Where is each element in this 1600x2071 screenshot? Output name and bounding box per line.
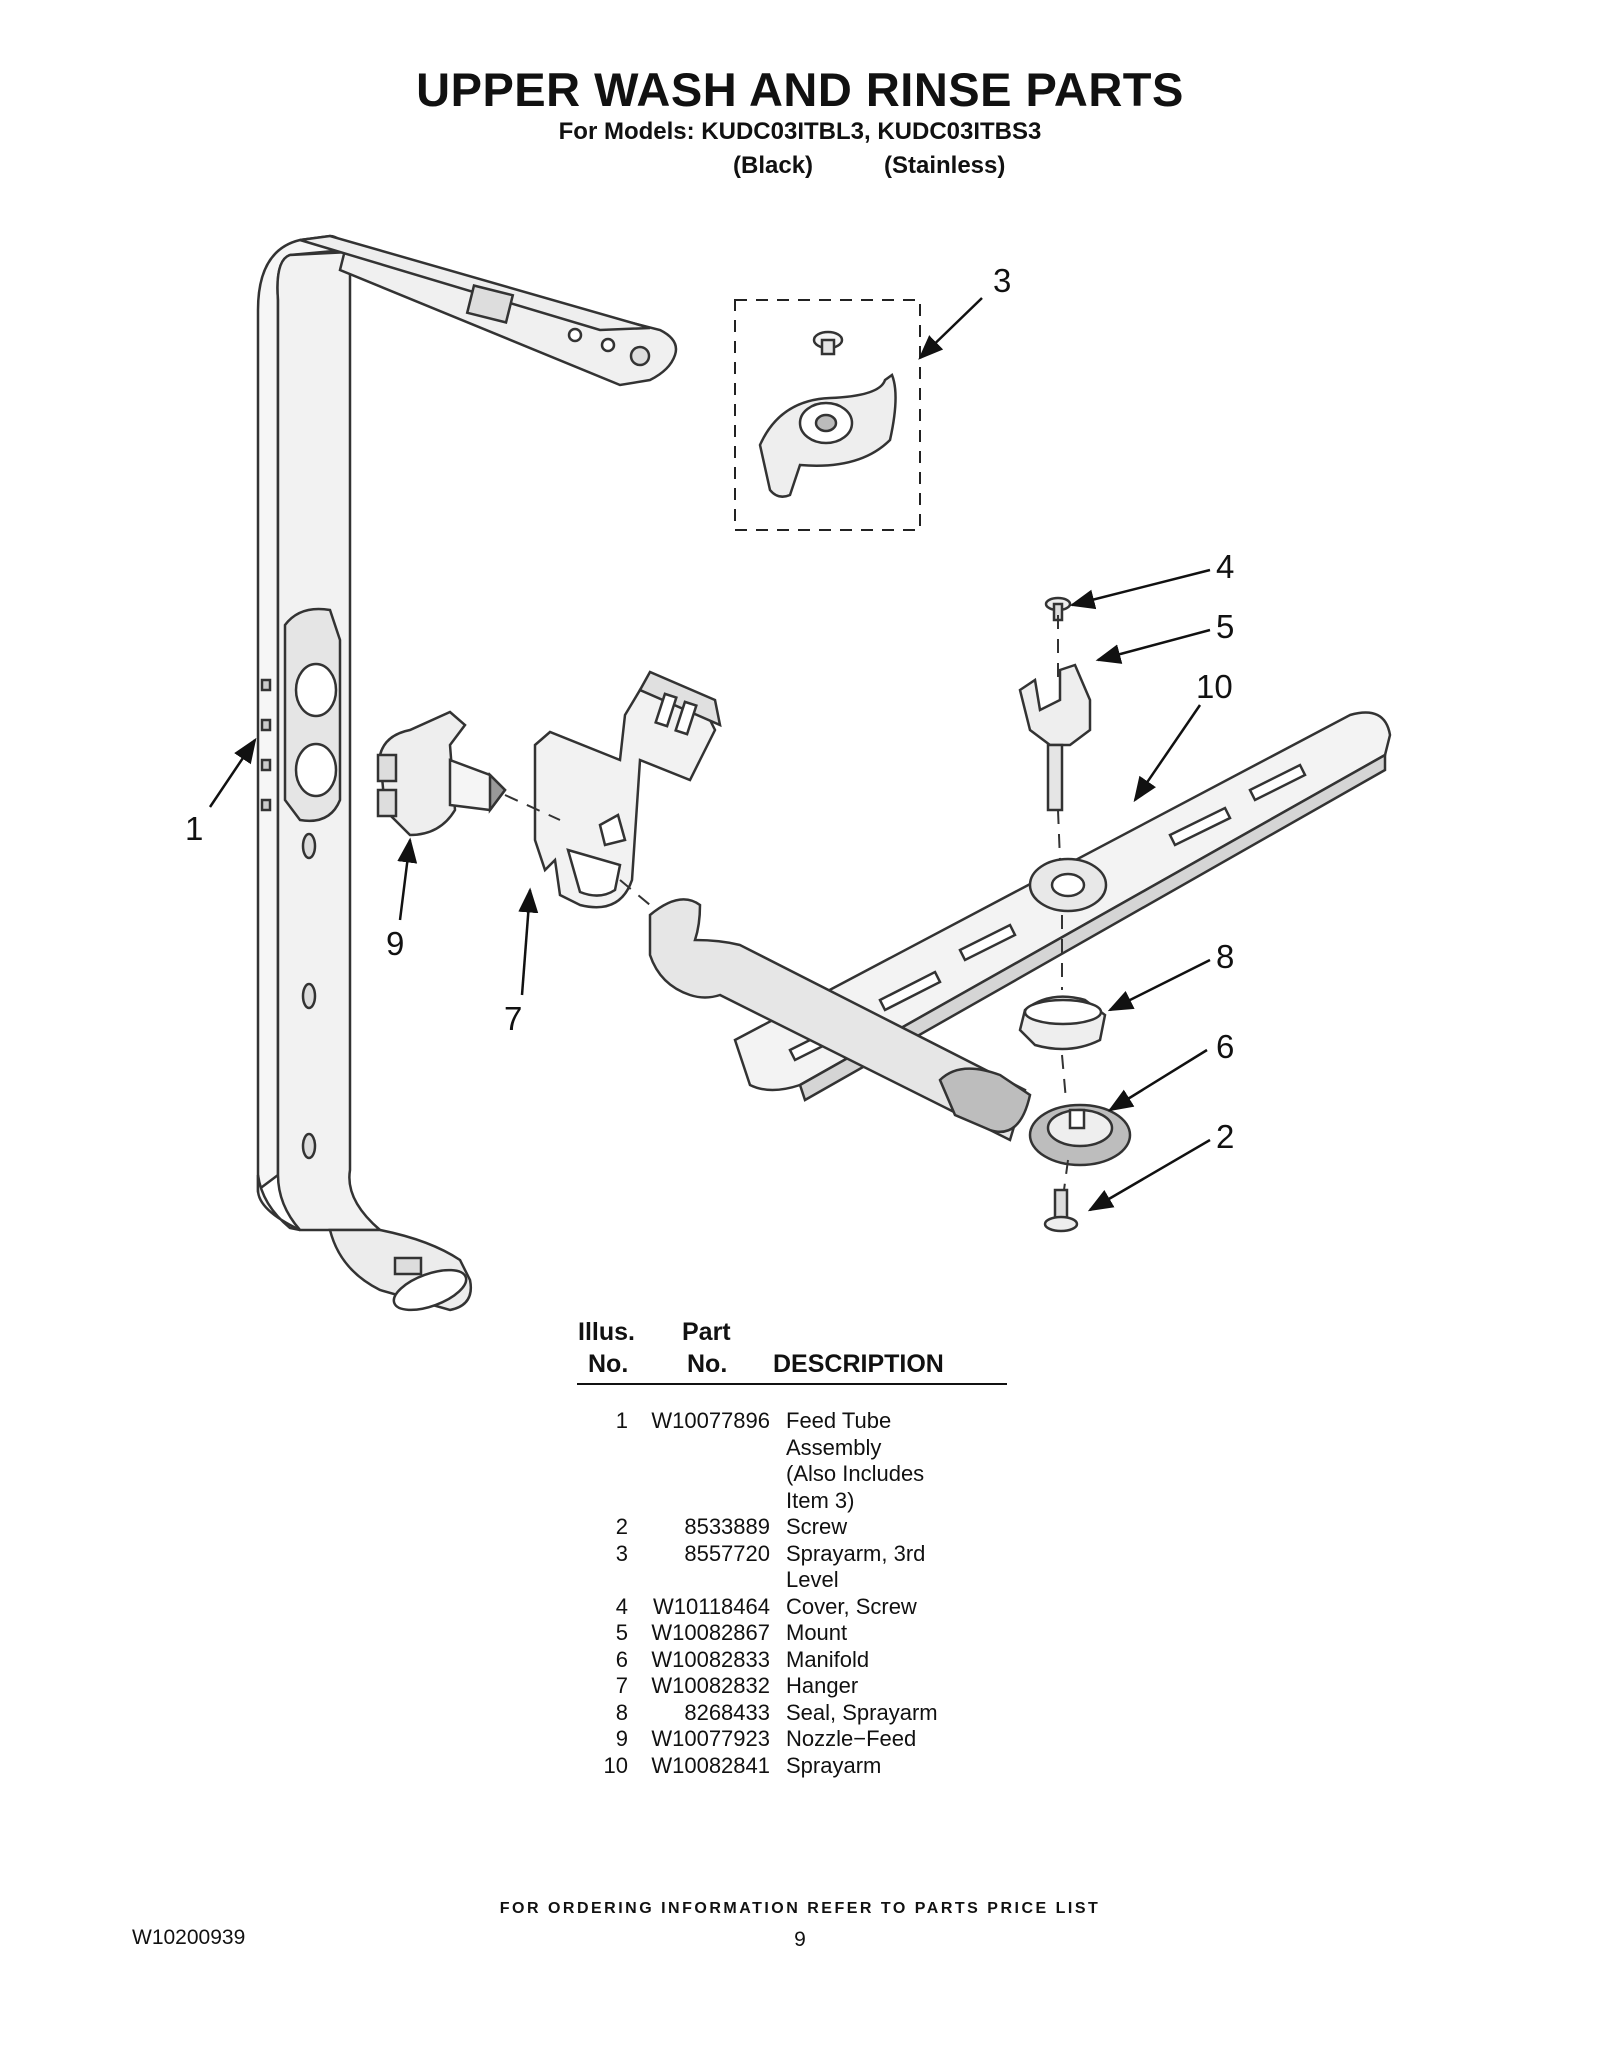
col-illus-bottom: No.	[588, 1350, 629, 1378]
callout-10: 10	[1196, 668, 1233, 705]
description: Nozzle−Feed	[786, 1726, 917, 1751]
table-row: 5 W10082867 Mount	[560, 1620, 986, 1647]
part-no: W10077896	[651, 1408, 770, 1433]
illus-no: 3	[615, 1540, 628, 1566]
variant-black: (Black)	[733, 152, 814, 179]
illus-no: 7	[615, 1673, 628, 1698]
part-no: W10077923	[651, 1726, 770, 1751]
table-row: 1 W10077896 Feed Tube Assembly (Also Inc…	[560, 1408, 986, 1514]
illus-no: 8	[615, 1699, 628, 1725]
table-row: 4 W10118464 Cover, Screw	[560, 1594, 986, 1621]
description: Cover, Screw	[786, 1593, 917, 1619]
col-part-top: Part	[682, 1318, 731, 1346]
callout-9: 9	[386, 925, 405, 962]
table-row: 7 W10082832 Hanger	[560, 1673, 986, 1700]
manifold	[1028, 1103, 1132, 1167]
part-no: W10118464	[652, 1593, 770, 1619]
callout-5: 5	[1216, 608, 1235, 645]
part-no: W10082832	[651, 1673, 770, 1698]
callout-4: 4	[1216, 548, 1235, 585]
sprayarm-3rd-level-box	[734, 299, 921, 531]
screw	[1043, 1188, 1079, 1233]
model-numbers: For Models: KUDC03ITBL3, KUDC03ITBS3	[558, 118, 1042, 145]
page-title: UPPER WASH AND RINSE PARTS	[416, 63, 1184, 116]
lower-feed-tube	[648, 898, 1032, 1142]
mount	[1018, 663, 1092, 812]
callout-8: 8	[1216, 938, 1235, 975]
parts-table: 1 W10077896 Feed Tube Assembly (Also Inc…	[560, 1408, 986, 1779]
table-row: 9 W10077923 Nozzle−Feed	[560, 1726, 986, 1753]
callout-7: 7	[504, 1000, 523, 1037]
part-no: W10082841	[651, 1752, 770, 1778]
description: Feed Tube Assembly (Also Includes Item 3…	[786, 1408, 925, 1513]
part-no: W10082833	[651, 1646, 770, 1672]
illus-no: 5	[615, 1620, 628, 1645]
table-row: 6 W10082833 Manifold	[560, 1647, 986, 1674]
illus-no: 6	[615, 1646, 628, 1672]
table-row: 3 8557720 Sprayarm, 3rd Level	[560, 1541, 986, 1594]
part-no: W10082867	[651, 1620, 770, 1645]
callout-2: 2	[1216, 1118, 1235, 1155]
description: Mount	[786, 1620, 848, 1645]
nozzle-feed	[376, 710, 507, 837]
feed-tube-assembly	[256, 234, 678, 1312]
illus-no: 4	[615, 1593, 628, 1619]
table-row: 10 W10082841 Sprayarm	[560, 1753, 986, 1780]
description: Sprayarm, 3rd Level	[786, 1540, 926, 1593]
description: Seal, Sprayarm	[786, 1699, 938, 1725]
illus-no: 1	[615, 1408, 628, 1433]
table-row: 2 8533889 Screw	[560, 1514, 986, 1541]
header-rule	[577, 1383, 1007, 1385]
callout-6: 6	[1216, 1028, 1235, 1065]
description: Manifold	[786, 1646, 870, 1672]
part-no: 8557720	[684, 1540, 770, 1566]
exploded-parts-diagram	[208, 234, 1392, 1312]
col-illus-top: Illus.	[578, 1318, 635, 1346]
col-part-bottom: No.	[687, 1350, 728, 1378]
col-description: DESCRIPTION	[773, 1350, 944, 1378]
illus-no: 9	[615, 1726, 628, 1751]
variant-stainless: (Stainless)	[884, 152, 1006, 179]
illus-no: 10	[603, 1752, 628, 1778]
document-number: W10200939	[132, 1926, 246, 1949]
sprayarm-seal	[1018, 995, 1107, 1051]
illus-no: 2	[615, 1514, 628, 1539]
description: Hanger	[786, 1673, 859, 1698]
sprayarm-3rd-level	[758, 330, 897, 498]
table-row: 8 8268433 Seal, Sprayarm	[560, 1700, 986, 1727]
callout-1: 1	[185, 810, 204, 847]
part-no: 8268433	[684, 1699, 770, 1725]
callout-3: 3	[993, 262, 1012, 299]
ordering-note: FOR ORDERING INFORMATION REFER TO PARTS …	[499, 1900, 1101, 1917]
hanger	[533, 670, 722, 909]
page-number: 9	[794, 1928, 806, 1951]
description: Sprayarm	[786, 1752, 882, 1778]
description: Screw	[786, 1514, 848, 1539]
part-no: 8533889	[684, 1514, 770, 1539]
